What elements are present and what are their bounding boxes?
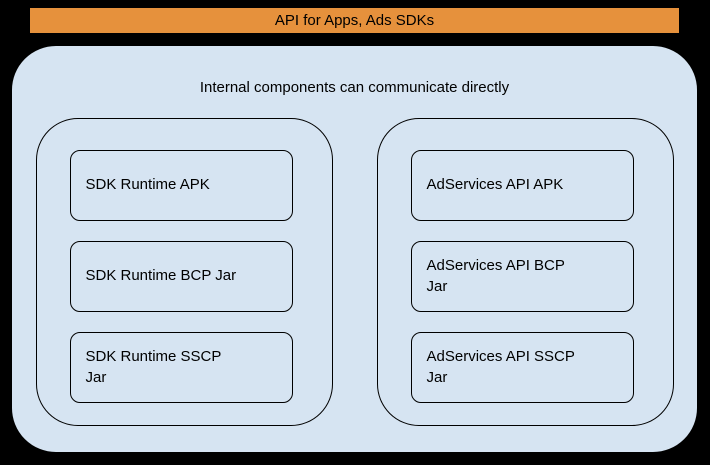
- component-label: AdServices API APK: [426, 176, 564, 194]
- api-banner-label: API for Apps, Ads SDKs: [274, 12, 435, 29]
- api-banner: API for Apps, Ads SDKs: [29, 7, 680, 34]
- group-sdk-runtime: SDK Runtime APK SDK Runtime BCP Jar SDK …: [35, 118, 333, 426]
- component-box-sdk-runtime-bcp-jar: SDK Runtime BCP Jar: [69, 241, 293, 312]
- panel-title: Internal components can communicate dire…: [199, 79, 510, 96]
- group-adservices-api: AdServices API APK AdServices API BCP Ja…: [376, 118, 674, 426]
- component-box-adservices-api-bcp-jar: AdServices API BCP Jar: [410, 241, 634, 312]
- component-label: SDK Runtime SSCP Jar: [85, 348, 222, 386]
- component-groups: SDK Runtime APK SDK Runtime BCP Jar SDK …: [12, 118, 697, 426]
- component-box-sdk-runtime-apk: SDK Runtime APK: [69, 150, 293, 221]
- component-label: SDK Runtime APK: [85, 176, 210, 194]
- component-label: SDK Runtime BCP Jar: [85, 267, 237, 285]
- internal-components-panel: Internal components can communicate dire…: [10, 44, 699, 454]
- component-box-sdk-runtime-sscp-jar: SDK Runtime SSCP Jar: [69, 332, 293, 403]
- component-box-adservices-api-apk: AdServices API APK: [410, 150, 634, 221]
- component-label: AdServices API SSCP Jar: [426, 348, 575, 386]
- component-box-adservices-api-sscp-jar: AdServices API SSCP Jar: [410, 332, 634, 403]
- component-label: AdServices API BCP Jar: [426, 257, 565, 295]
